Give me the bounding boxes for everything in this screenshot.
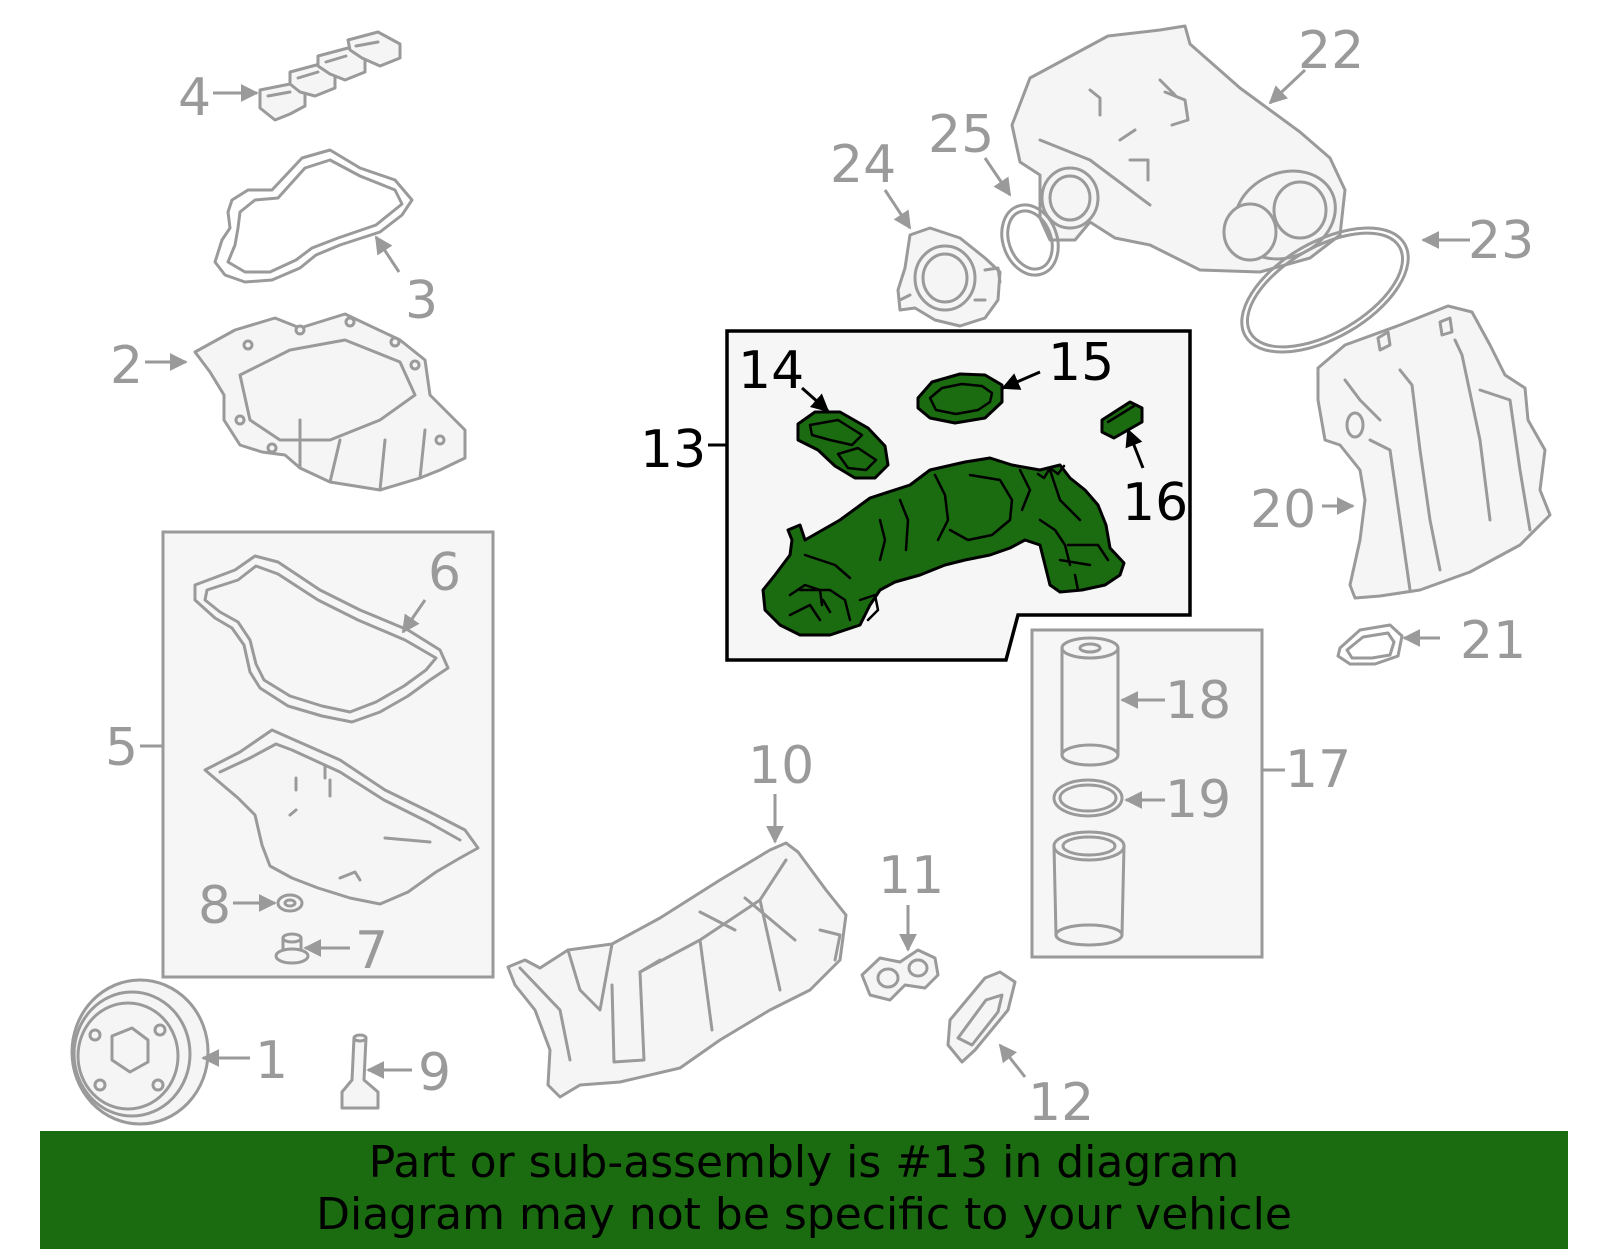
part-11-bracket[interactable] — [860, 948, 940, 1002]
leader-3 — [374, 235, 401, 273]
part-1-pulley[interactable] — [70, 978, 210, 1126]
part-9-dipstick-tube[interactable] — [340, 1033, 380, 1110]
leader-24 — [883, 189, 912, 230]
part-7-drain-plug[interactable] — [274, 932, 310, 965]
part-12-cover[interactable] — [946, 970, 1017, 1064]
leader-15 — [1001, 370, 1041, 390]
leader-25 — [983, 157, 1012, 197]
part-21-gasket[interactable] — [1336, 623, 1404, 666]
callout-15: 15 — [1048, 333, 1114, 393]
part-16-seal[interactable] — [1100, 400, 1144, 440]
callout-23: 23 — [1468, 211, 1534, 271]
leader-12 — [998, 1043, 1027, 1078]
part-20-intake-manifold[interactable] — [1316, 304, 1552, 600]
leader-16 — [1125, 428, 1145, 469]
callout-17: 17 — [1285, 740, 1351, 800]
callout-22: 22 — [1298, 21, 1364, 81]
leader-22 — [1268, 68, 1307, 105]
part-18-oil-filter[interactable] — [1060, 636, 1120, 767]
part-5-oil-pan-lower[interactable] — [203, 728, 480, 906]
callout-24: 24 — [830, 135, 896, 195]
callout-12: 12 — [1028, 1073, 1094, 1133]
part-23-o-ring[interactable] — [1221, 202, 1428, 377]
callout-7: 7 — [355, 921, 388, 981]
callout-14: 14 — [738, 341, 804, 401]
leader-14 — [801, 386, 830, 413]
callout-1: 1 — [255, 1031, 288, 1091]
part-25-seal[interactable] — [992, 197, 1067, 283]
part-22-intake-plenum[interactable] — [1010, 24, 1350, 275]
banner-line-1: Part or sub-assembly is #13 in diagram — [368, 1137, 1240, 1188]
callout-21: 21 — [1460, 611, 1526, 671]
part-15-gasket[interactable] — [916, 372, 1004, 425]
callout-11: 11 — [878, 846, 944, 906]
part-8-washer[interactable] — [276, 893, 304, 913]
callout-8: 8 — [198, 876, 231, 936]
callout-16: 16 — [1122, 473, 1188, 533]
callout-5: 5 — [105, 718, 138, 778]
callout-6: 6 — [428, 543, 461, 603]
part-3-gasket[interactable] — [213, 148, 414, 284]
callout-18: 18 — [1165, 671, 1231, 731]
callout-9: 9 — [418, 1043, 451, 1103]
callout-25: 25 — [928, 105, 994, 165]
leader-6 — [401, 599, 427, 634]
part-2-oil-pan-upper[interactable] — [193, 312, 467, 492]
callout-4: 4 — [178, 68, 211, 128]
part-6-gasket[interactable] — [193, 554, 450, 724]
info-banner: Part or sub-assembly is #13 in diagram D… — [40, 1131, 1568, 1249]
callout-19: 19 — [1165, 770, 1231, 830]
part-13-intake-duct[interactable] — [761, 456, 1126, 637]
callout-10: 10 — [748, 736, 814, 796]
callout-20: 20 — [1250, 480, 1316, 540]
part-19-o-ring[interactable] — [1052, 778, 1124, 818]
banner-line-2: Diagram may not be specific to your vehi… — [316, 1189, 1292, 1240]
callout-3: 3 — [405, 271, 438, 331]
part-4-clips[interactable] — [258, 30, 402, 122]
part-17-filter-cap[interactable] — [1052, 830, 1126, 947]
part-24-throttle-body[interactable] — [896, 226, 1002, 328]
part-10-windage-tray[interactable] — [506, 841, 848, 1099]
callout-2: 2 — [110, 336, 143, 396]
part-14-gasket-pair[interactable] — [796, 410, 890, 480]
callout-13: 13 — [640, 420, 706, 480]
